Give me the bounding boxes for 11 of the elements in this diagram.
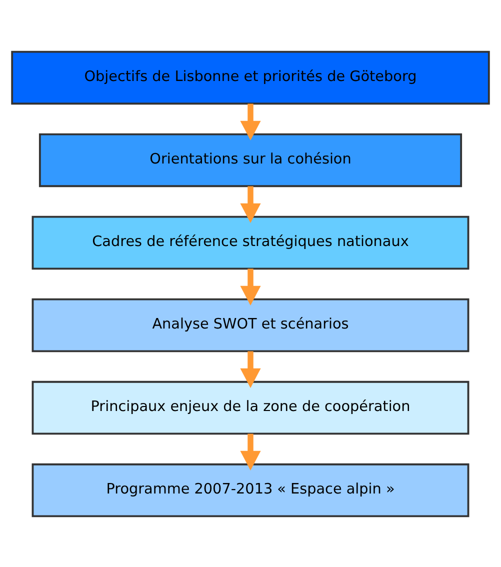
arrow [240, 186, 261, 222]
arrow [240, 350, 261, 388]
arrow [240, 268, 261, 305]
node-box: Analyse SWOT et scénarios [32, 298, 470, 352]
arrow [240, 433, 261, 470]
node-box: Cadres de référence stratégiques nationaux [32, 215, 470, 270]
node-box: Objectifs de Lisbonne et priorités de Göteborg [11, 50, 490, 104]
node-box: Programme 2007-2013 « Espace alpin » [32, 462, 470, 517]
node-box: Principaux enjeux de la zone de coopération [32, 380, 470, 434]
node-box: Orientations sur la cohésion [38, 132, 462, 187]
arrow [240, 103, 261, 140]
